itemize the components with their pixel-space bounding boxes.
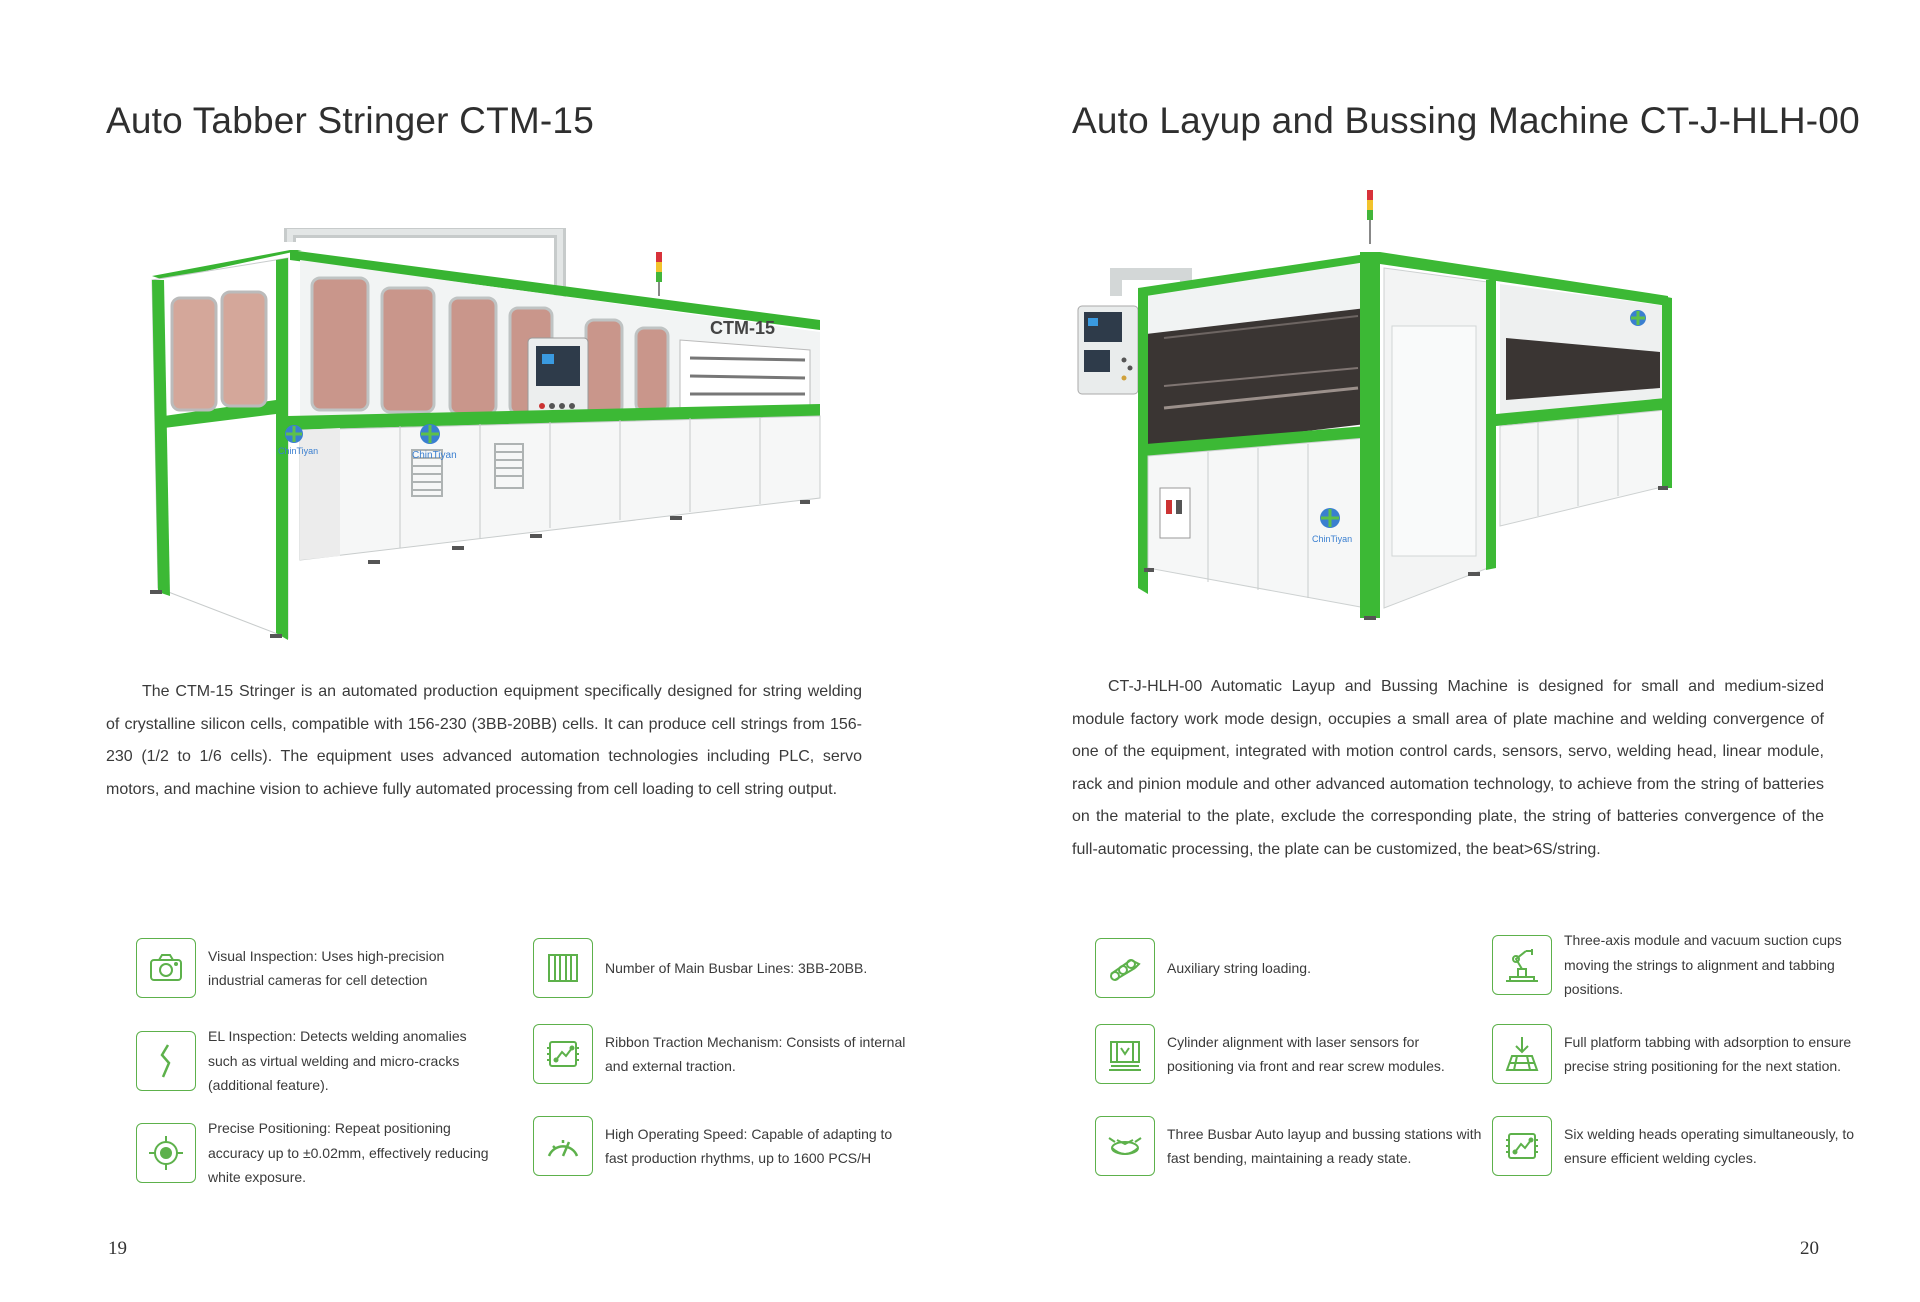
welding-heads-icon (1492, 1116, 1552, 1176)
feature-text: Full platform tabbing with adsorption to… (1564, 1033, 1852, 1075)
feature-precise-positioning: Precise Positioning: Repeat positioning … (136, 1116, 496, 1190)
busbar-icon (533, 938, 593, 998)
brand-name-left-end: ChinTiyan (278, 446, 318, 456)
feature-three-axis-module: Three-axis module and vacuum suction cup… (1492, 928, 1882, 1002)
target-icon (136, 1122, 196, 1183)
feature-busbar-stations: Three Busbar Auto layup and bussing stat… (1095, 1116, 1485, 1176)
feature-text: Auxiliary string loading. (1167, 959, 1311, 976)
feature-text: High Operating Speed: Capable of adaptin… (605, 1125, 893, 1167)
feature-platform-tabbing: Full platform tabbing with adsorption to… (1492, 1024, 1892, 1084)
feature-text: Three-axis module and vacuum suction cup… (1564, 932, 1842, 997)
feature-text: Visual Inspection: Uses high-precision i… (208, 947, 445, 989)
right-page: Auto Layup and Bussing Machine CT-J-HLH-… (960, 0, 1920, 1302)
feature-text: Precise Positioning: Repeat positioning … (208, 1120, 489, 1185)
page-title: Auto Layup and Bussing Machine CT-J-HLH-… (1072, 100, 1860, 141)
feature-text: Three Busbar Auto layup and bussing stat… (1167, 1125, 1482, 1167)
page-number: 20 (1800, 1238, 1819, 1259)
feature-text: Six welding heads operating simultaneous… (1564, 1125, 1855, 1167)
speedometer-icon (533, 1116, 593, 1176)
brand-name-front: ChinTiyan (412, 450, 457, 461)
page-title: Auto Tabber Stringer CTM-15 (106, 100, 594, 141)
bending-icon (1095, 1116, 1155, 1176)
feature-visual-inspection: Visual Inspection: Uses high-precision i… (136, 938, 496, 998)
feature-string-loading: Auxiliary string loading. (1095, 938, 1475, 998)
layup-bussing-machine-image: ChinTiyan (1077, 190, 1672, 620)
feature-el-inspection: EL Inspection: Detects welding anomalies… (136, 1024, 496, 1098)
feature-text: Ribbon Traction Mechanism: Consists of i… (605, 1033, 906, 1075)
feature-cylinder-alignment: Cylinder alignment with laser sensors fo… (1095, 1024, 1485, 1084)
feature-welding-heads: Six welding heads operating simultaneous… (1492, 1116, 1892, 1176)
el-inspection-icon (136, 1030, 196, 1091)
feature-ribbon-traction: Ribbon Traction Mechanism: Consists of i… (533, 1024, 913, 1084)
feature-text: Cylinder alignment with laser sensors fo… (1167, 1033, 1445, 1075)
camera-icon (136, 938, 196, 998)
cylinder-alignment-icon (1095, 1024, 1155, 1084)
stringer-machine-image: CTM-15 ChinTiyan (150, 228, 821, 640)
product-description: CT-J-HLH-00 Automatic Layup and Bussing … (1072, 678, 1824, 858)
product-description: The CTM-15 Stringer is an automated prod… (106, 683, 862, 798)
feature-text: Number of Main Busbar Lines: 3BB-20BB. (605, 959, 868, 976)
string-loading-icon (1095, 938, 1155, 998)
page-number: 19 (108, 1238, 127, 1259)
robot-arm-icon (1492, 934, 1552, 995)
brand-name-left-module: ChinTiyan (1312, 534, 1352, 544)
feature-operating-speed: High Operating Speed: Capable of adaptin… (533, 1116, 913, 1176)
ribbon-traction-icon (533, 1024, 593, 1084)
feature-text: EL Inspection: Detects welding anomalies… (208, 1028, 467, 1093)
left-page: Auto Tabber Stringer CTM-15 CTM-15 (106, 100, 913, 1259)
feature-busbar-lines: Number of Main Busbar Lines: 3BB-20BB. (533, 938, 913, 998)
platform-tabbing-icon (1492, 1024, 1552, 1084)
machine-label: CTM-15 (710, 318, 775, 338)
